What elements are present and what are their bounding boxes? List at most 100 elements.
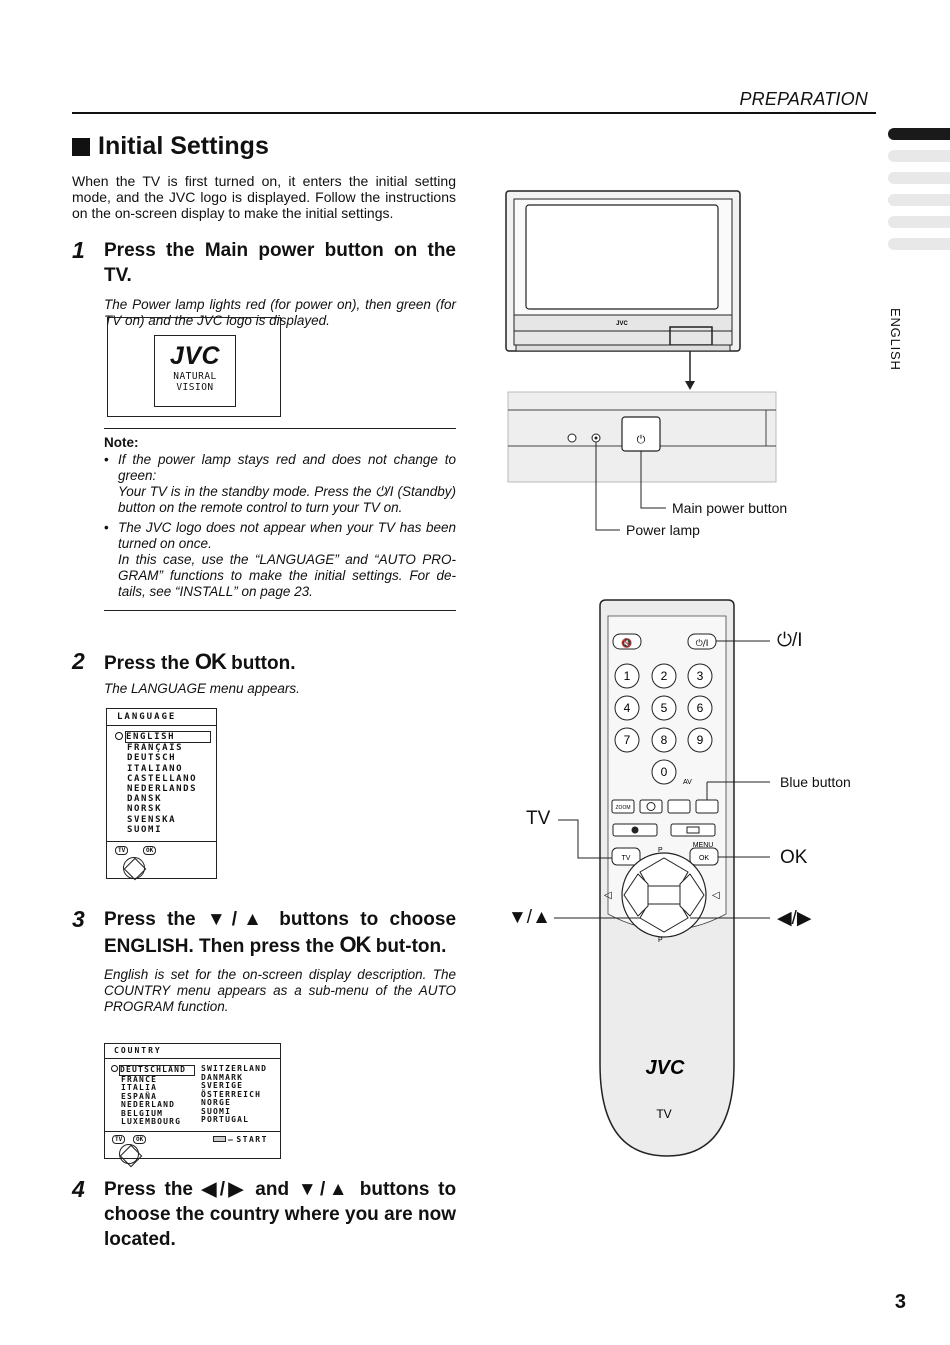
side-tab bbox=[888, 194, 950, 206]
step-number: 4 bbox=[72, 1176, 85, 1202]
key-8[interactable] bbox=[651, 727, 677, 753]
key-7-label: 7 bbox=[624, 733, 631, 747]
tv-set bbox=[505, 190, 741, 352]
country-menu-title: COUNTRY bbox=[105, 1044, 280, 1059]
language-menu-list: ENGLISH FRANÇAIS DEUTSCH ITALIANO CASTEL… bbox=[107, 726, 216, 841]
header-rule bbox=[72, 112, 876, 114]
blue-button-icon bbox=[213, 1136, 226, 1142]
ok-glyph: OK bbox=[339, 932, 371, 957]
country-option: PORTUGAL bbox=[201, 1115, 250, 1124]
power-icon: ⏻ bbox=[637, 433, 646, 446]
key-5[interactable] bbox=[651, 695, 677, 721]
country-option: DANMARK bbox=[201, 1072, 244, 1082]
language-menu-footer: TV OK bbox=[107, 841, 216, 885]
key-2[interactable] bbox=[651, 663, 677, 689]
menu-label: MENU bbox=[693, 842, 714, 849]
standby-callout: ⏻/I bbox=[777, 630, 803, 651]
country-menu-footer: TV OK – START bbox=[105, 1130, 280, 1166]
key-4[interactable] bbox=[614, 695, 640, 721]
volume-up-icon: ◁ bbox=[712, 890, 720, 901]
step-instruction: Press the OK button. bbox=[104, 649, 456, 676]
volume-up-button[interactable] bbox=[679, 873, 705, 917]
step-description: English is set for the on-screen display… bbox=[104, 967, 456, 1014]
language-option: ITALIANO bbox=[127, 763, 184, 774]
tv-callout: TV bbox=[526, 808, 551, 829]
note-item-condition: The JVC logo does not appear when your T… bbox=[118, 520, 456, 551]
step-instruction: Press the ◀/▶ and ▼/▲ buttons to choose … bbox=[104, 1177, 456, 1252]
color-button[interactable] bbox=[667, 799, 691, 814]
key-0-label: 0 bbox=[661, 765, 668, 779]
note-item-condition: If the power lamp stays red and does not… bbox=[118, 452, 456, 483]
mute-icon: 🔇 bbox=[621, 637, 632, 649]
note-box: Note: • If the power lamp stays red and … bbox=[104, 428, 456, 611]
tv-panel-closeup: ⏻ bbox=[507, 391, 777, 483]
side-tab-active bbox=[888, 128, 950, 140]
country-option: BELGIUM bbox=[121, 1108, 164, 1118]
key-9[interactable] bbox=[687, 727, 713, 753]
country-column: SWITZERLAND DANMARK SVERIGE ÖSTERREICH N… bbox=[201, 1064, 268, 1127]
key-3[interactable] bbox=[687, 663, 713, 689]
step-text-part: Press the bbox=[104, 1179, 193, 1200]
key-5-label: 5 bbox=[661, 701, 668, 715]
standby-icon: ⏻/I bbox=[696, 638, 709, 649]
volume-down-icon: ◁ bbox=[604, 890, 612, 901]
remote-model: TV bbox=[656, 1107, 671, 1121]
leftright-callout: ◀/▶ bbox=[777, 908, 812, 929]
jvc-logo: JVC bbox=[169, 342, 221, 370]
language-option: DANSK bbox=[127, 794, 163, 805]
updown-arrows-icon: ▼/▲ bbox=[206, 909, 268, 930]
country-column: DEUTSCHLAND FRANCE ITALIA ESPAÑA NEDERLA… bbox=[119, 1065, 195, 1127]
updown-arrows-icon: ▼/▲ bbox=[297, 1179, 352, 1200]
key-6[interactable] bbox=[687, 695, 713, 721]
key-3-label: 3 bbox=[697, 669, 704, 683]
language-option: FRANÇAIS bbox=[127, 743, 184, 754]
start-hint: – START bbox=[213, 1135, 268, 1144]
logo-frame: JVC NATURAL VISION bbox=[154, 335, 236, 407]
dpad-icon bbox=[119, 1143, 139, 1164]
step-text-part: buttons to choose ENGLISH. Then press th… bbox=[104, 909, 457, 957]
language-option: SUOMI bbox=[127, 824, 163, 835]
step-1: 1 Press the Main power button on the TV.… bbox=[72, 238, 456, 329]
country-selected: DEUTSCHLAND bbox=[119, 1065, 195, 1076]
text-button[interactable] bbox=[639, 799, 663, 814]
leftright-arrows-icon: ◀/▶ bbox=[201, 1179, 247, 1200]
country-option: NEDERLAND bbox=[121, 1100, 176, 1109]
mute-button[interactable] bbox=[612, 633, 642, 650]
country-menu-list: DEUTSCHLAND FRANCE ITALIA ESPAÑA NEDERLA… bbox=[105, 1059, 280, 1131]
step-2: 2 Press the OK button. The LANGUAGE menu… bbox=[72, 649, 456, 697]
av-label: AV bbox=[683, 779, 692, 786]
remote-dpad[interactable] bbox=[621, 852, 707, 938]
language-selected: ENGLISH bbox=[125, 731, 211, 744]
radio-icon bbox=[115, 732, 123, 740]
menu-icon-button[interactable] bbox=[670, 823, 716, 837]
country-option: ESPAÑA bbox=[121, 1091, 158, 1101]
step-instruction: Press the Main power button on the TV. bbox=[104, 240, 456, 286]
language-menu-title: LANGUAGE bbox=[107, 709, 216, 726]
language-option: NORSK bbox=[127, 804, 163, 815]
step-text-part: Press the bbox=[104, 653, 190, 674]
side-tab bbox=[888, 172, 950, 184]
country-option: SWITZERLAND bbox=[201, 1064, 268, 1073]
key-4-label: 4 bbox=[624, 701, 631, 715]
volume-down-button[interactable] bbox=[623, 873, 649, 917]
blue-button-callout: Blue button bbox=[780, 774, 851, 790]
side-tab bbox=[888, 216, 950, 228]
note-item: • The JVC logo does not appear when your… bbox=[104, 520, 456, 599]
tv-brand: JVC bbox=[616, 321, 628, 327]
key-7[interactable] bbox=[614, 727, 640, 753]
ok-mini-button: OK bbox=[133, 1134, 147, 1144]
step-number: 2 bbox=[72, 648, 85, 674]
step-text-part: buttons to choose the country where you … bbox=[104, 1179, 457, 1250]
page-title: Initial Settings bbox=[72, 132, 269, 161]
remote-tv-button[interactable] bbox=[611, 847, 641, 866]
blue-button[interactable] bbox=[695, 799, 719, 814]
note-item-detail: Your TV is in the standby mode. Press th… bbox=[118, 484, 456, 515]
key-0[interactable] bbox=[651, 759, 677, 785]
intro-paragraph: When the TV is first turned on, it enter… bbox=[72, 173, 456, 221]
country-option: ÖSTERREICH bbox=[201, 1089, 262, 1099]
p-label: P bbox=[658, 937, 663, 944]
country-option: NORGE bbox=[201, 1098, 232, 1107]
key-1[interactable] bbox=[614, 663, 640, 689]
zoom-button[interactable] bbox=[611, 799, 635, 814]
language-option: SVENSKA bbox=[127, 814, 177, 825]
